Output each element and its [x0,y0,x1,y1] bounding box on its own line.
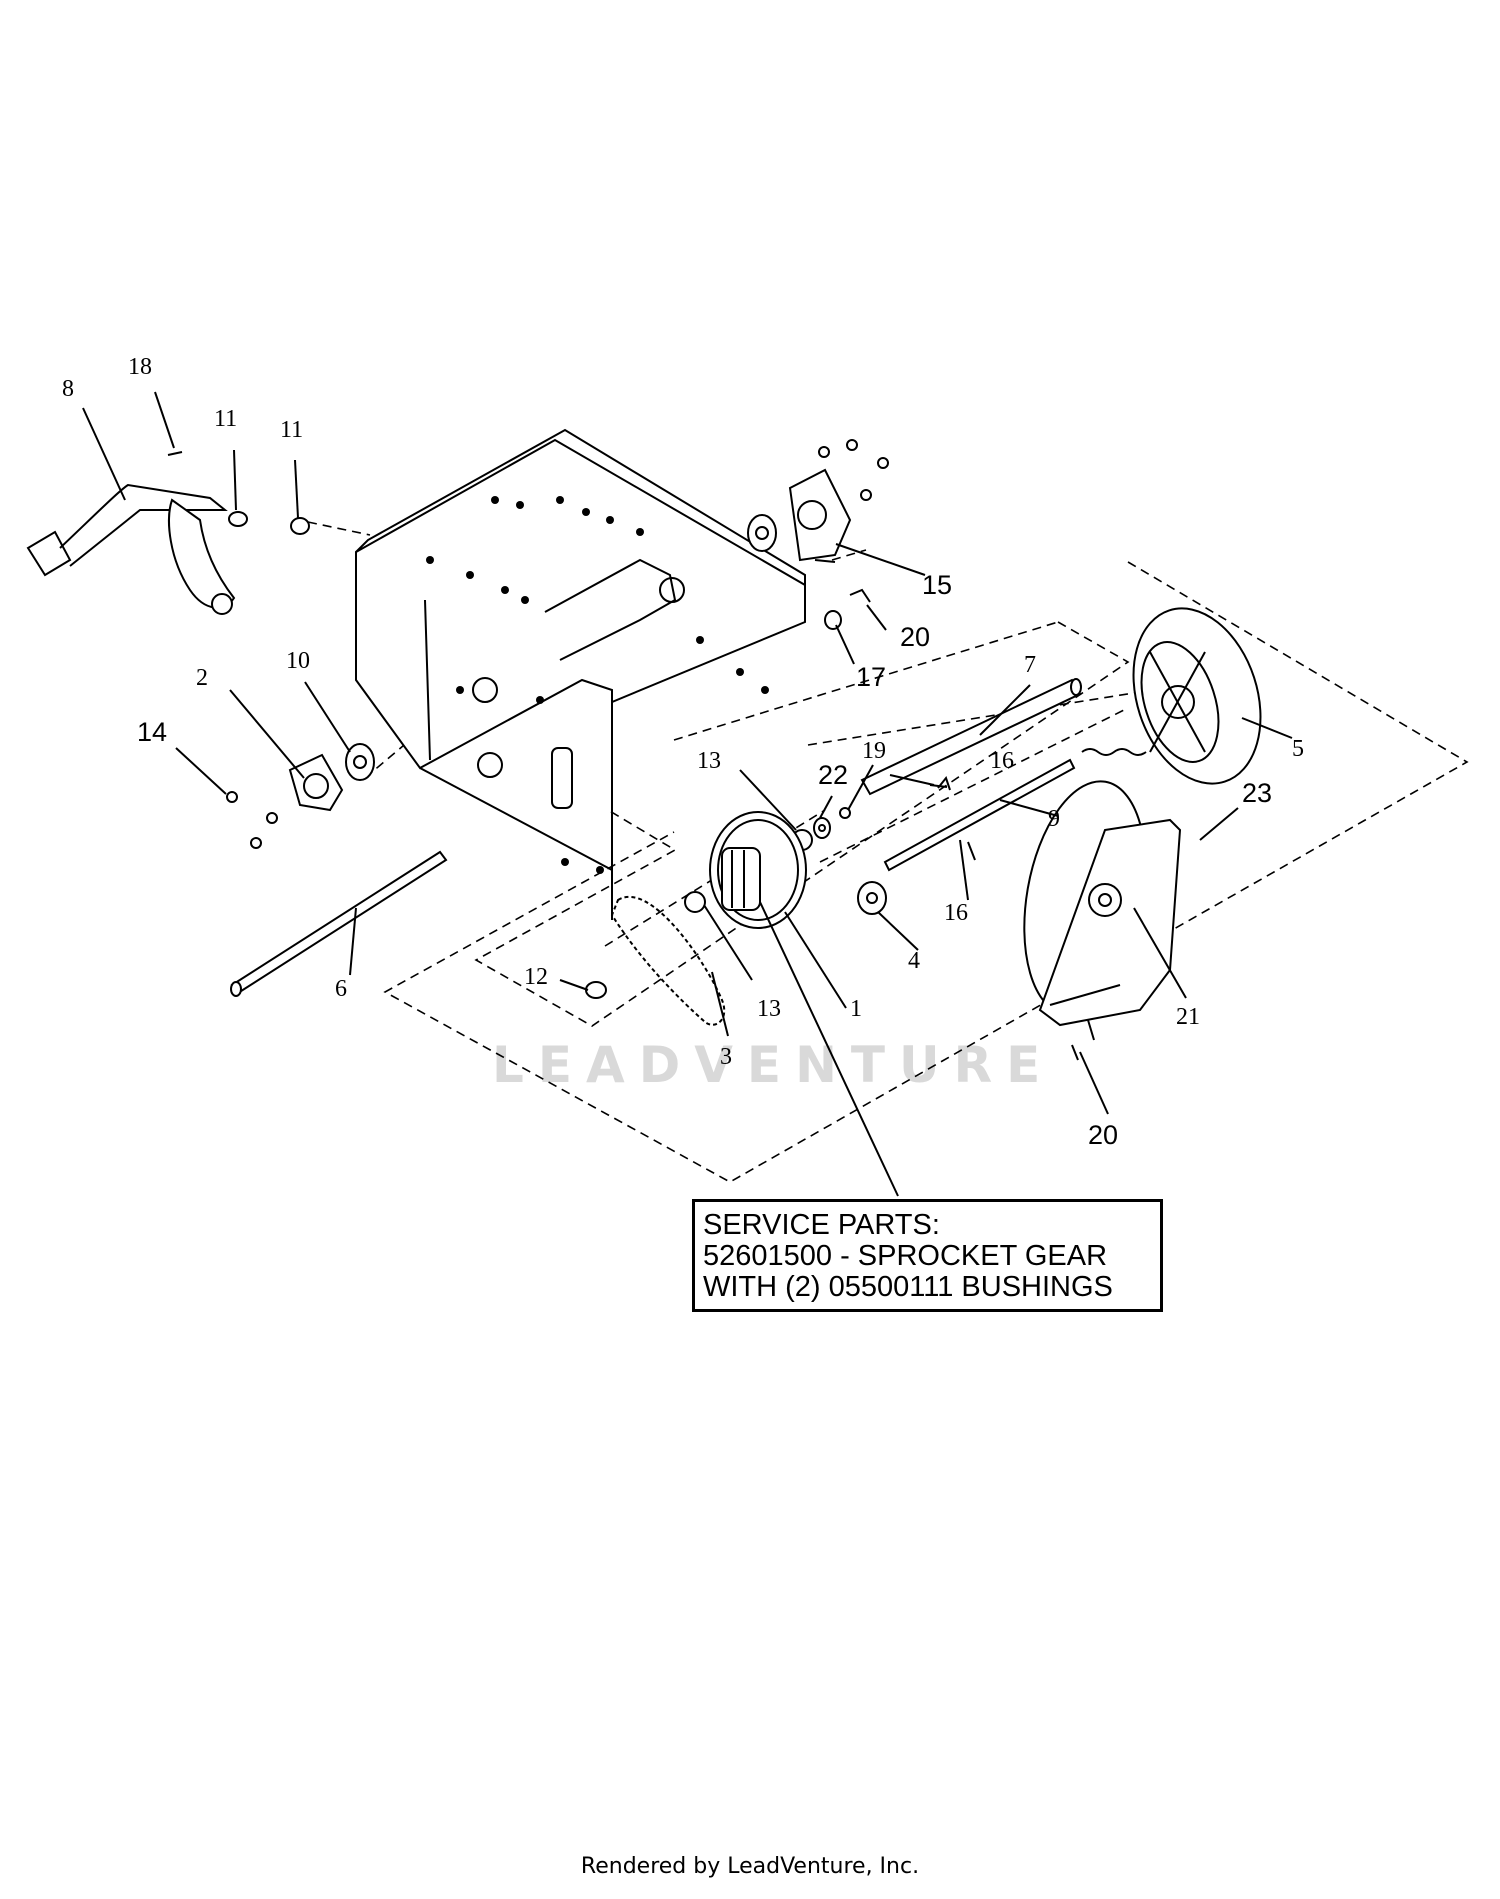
sprocket-gear [709,811,807,929]
washer-and-clip-upper [824,588,871,630]
callout-16: 16 [944,900,968,926]
callout-labels: 8 18 11 11 15 20 17 7 5 2 10 14 13 22 19… [62,354,1304,1150]
callout-20: 20 [1088,1120,1118,1150]
callout-9: 9 [1048,806,1060,832]
callout-19: 19 [862,738,886,764]
drive-chain [610,896,726,1026]
callout-17: 17 [856,662,886,692]
callout-16: 16 [990,748,1014,774]
lever-bushings [167,451,310,535]
axles-and-shafts [230,678,1082,997]
callout-8: 8 [62,376,74,402]
service-parts-line: WITH (2) 05500111 BUSHINGS [703,1271,1113,1303]
service-parts-line: 52601500 - SPROCKET GEAR [703,1240,1108,1272]
callout-10: 10 [286,648,310,674]
housing-holes [426,496,769,874]
service-parts-note: SERVICE PARTS: 52601500 - SPROCKET GEAR … [692,1199,1163,1312]
upper-bearing-flange [747,439,889,563]
service-parts-title: SERVICE PARTS: [703,1209,940,1241]
callout-11: 11 [280,417,303,443]
callout-1: 1 [850,996,862,1022]
lever-handle [26,483,236,615]
watermark-text: LEADVENTURE [492,1036,1054,1094]
callout-11: 11 [214,406,237,432]
pins-and-spring [889,748,1147,1061]
lower-bearing-flange [226,743,375,849]
callout-21: 21 [1176,1004,1200,1030]
callout-7: 7 [1024,652,1036,678]
callout-15: 15 [922,570,952,600]
footer-credit: Rendered by LeadVenture, Inc. [580,1854,920,1879]
callout-14: 14 [137,717,167,747]
callout-23: 23 [1242,778,1272,808]
callout-13: 13 [697,748,721,774]
callout-12: 12 [524,964,548,990]
leader-lines [82,391,1293,1197]
callout-2: 2 [196,665,208,691]
callout-3: 3 [720,1044,732,1070]
callout-18: 18 [128,354,152,380]
callout-6: 6 [335,976,347,1002]
housing-frame [355,428,806,920]
rear-wheel [1132,607,1262,785]
drive-wheel [1023,780,1182,1027]
callout-20: 20 [900,622,930,652]
callout-22: 22 [818,760,848,790]
drive-sprocket [857,881,887,915]
callout-4: 4 [908,948,920,974]
callout-13: 13 [757,996,781,1022]
callout-5: 5 [1292,736,1304,762]
